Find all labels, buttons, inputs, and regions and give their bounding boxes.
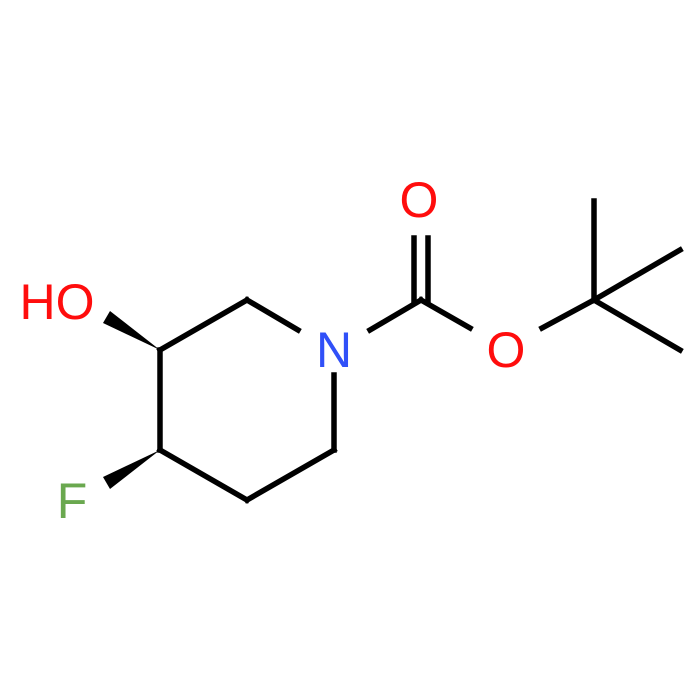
hydroxyl-label: HO: [20, 274, 95, 330]
bond-n-c2: [243, 296, 302, 334]
bond-c2-c3: [156, 296, 251, 354]
bond-n-carbonyl: [366, 296, 425, 334]
bond-c4-c5: [156, 446, 251, 504]
wedge-bond-fluorine: [103, 450, 160, 489]
bond-carbonyl-ester-o: [417, 296, 474, 332]
wedge-bond-hydroxyl: [103, 311, 160, 350]
bond-tbu-methyl-right-down: [590, 296, 684, 354]
nitrogen-label: N: [316, 322, 352, 378]
bond-ester-o-tbu: [538, 296, 598, 332]
carbonyl-oxygen-label: O: [400, 172, 439, 228]
bond-tbu-methyl-right-up: [590, 246, 684, 304]
fluorine-label: F: [57, 473, 88, 529]
bond-c5-c6: [243, 446, 338, 504]
ester-oxygen-label: O: [487, 322, 526, 378]
